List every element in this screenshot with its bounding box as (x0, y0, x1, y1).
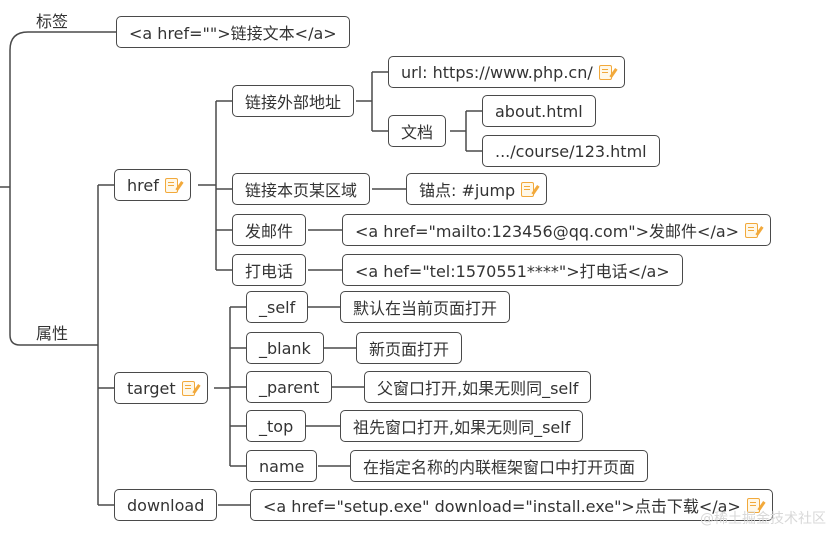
target-option-node[interactable]: name (246, 450, 318, 482)
note-icon[interactable] (521, 181, 535, 197)
target-label: target (127, 378, 176, 398)
target-option-desc-node[interactable]: 祖先窗口打开,如果无则同_self (340, 410, 584, 442)
tag-code-node[interactable]: <a href="">链接文本</a> (116, 16, 350, 48)
target-option-node[interactable]: _blank (246, 332, 324, 364)
target-option-name: _self (259, 297, 296, 317)
mail-label: 发邮件 (245, 222, 294, 241)
target-option-desc: 默认在当前页面打开 (353, 299, 498, 318)
url-node[interactable]: url: https://www.php.cn/ (388, 56, 625, 88)
url-text: url: https://www.php.cn/ (401, 62, 593, 82)
doc-item-text: about.html (495, 101, 583, 121)
note-icon[interactable] (164, 177, 178, 193)
tag-label: 标签 (36, 12, 69, 31)
doc-item-node[interactable]: .../course/123.html (482, 135, 660, 167)
anchor-value-node[interactable]: 锚点: #jump (406, 173, 548, 205)
download-code-text: <a href="setup.exe" download="install.ex… (263, 497, 741, 516)
mail-code-node[interactable]: <a href="mailto:123456@qq.com">发邮件</a> (342, 214, 772, 246)
note-icon[interactable] (181, 380, 195, 396)
mail-node[interactable]: 发邮件 (232, 214, 307, 246)
target-option-node[interactable]: _self (246, 291, 309, 323)
download-code-node[interactable]: <a href="setup.exe" download="install.ex… (250, 489, 773, 521)
doc-item-text: .../course/123.html (495, 141, 647, 161)
target-node[interactable]: target (114, 372, 208, 404)
target-option-name: name (259, 456, 305, 476)
doc-label: 文档 (401, 123, 434, 142)
tag-code-text: <a href="">链接文本</a> (129, 24, 337, 43)
doc-item-node[interactable]: about.html (482, 95, 596, 127)
target-option-desc: 在指定名称的内联框架窗口中打开页面 (363, 458, 636, 477)
target-option-desc: 父窗口打开,如果无则同_self (377, 379, 579, 398)
note-icon[interactable] (745, 222, 759, 238)
anchor-value-text: 锚点: #jump (419, 181, 516, 200)
note-icon[interactable] (598, 64, 612, 80)
anchor-label: 链接本页某区域 (245, 181, 358, 200)
target-option-name: _parent (259, 377, 320, 397)
doc-node[interactable]: 文档 (388, 115, 447, 147)
anchor-node[interactable]: 链接本页某区域 (232, 173, 371, 205)
phone-code-node[interactable]: <a hef="tel:1570551****">打电话</a> (342, 254, 683, 286)
phone-node[interactable]: 打电话 (232, 254, 307, 286)
mail-code-text: <a href="mailto:123456@qq.com">发邮件</a> (355, 222, 740, 241)
attr-label: 属性 (36, 324, 69, 343)
external-link-label: 链接外部地址 (245, 93, 342, 112)
target-option-desc-node[interactable]: 在指定名称的内联框架窗口中打开页面 (350, 450, 649, 482)
target-option-desc-node[interactable]: 新页面打开 (356, 332, 463, 364)
download-label: download (127, 495, 205, 515)
watermark: @稀土掘金技术社区 (700, 511, 826, 527)
phone-label: 打电话 (245, 262, 294, 281)
note-icon[interactable] (746, 497, 760, 513)
href-node[interactable]: href (114, 169, 191, 201)
target-option-desc: 祖先窗口打开,如果无则同_self (353, 418, 571, 437)
target-option-node[interactable]: _top (246, 410, 307, 442)
download-node[interactable]: download (114, 489, 218, 521)
href-label: href (127, 175, 159, 195)
phone-code-text: <a hef="tel:1570551****">打电话</a> (355, 262, 670, 281)
target-option-node[interactable]: _parent (246, 371, 333, 403)
target-option-name: _blank (259, 338, 311, 358)
target-option-name: _top (259, 416, 294, 436)
target-option-desc-node[interactable]: 默认在当前页面打开 (340, 291, 511, 323)
target-option-desc: 新页面打开 (369, 340, 450, 359)
external-link-node[interactable]: 链接外部地址 (232, 85, 355, 117)
target-option-desc-node[interactable]: 父窗口打开,如果无则同_self (364, 371, 592, 403)
